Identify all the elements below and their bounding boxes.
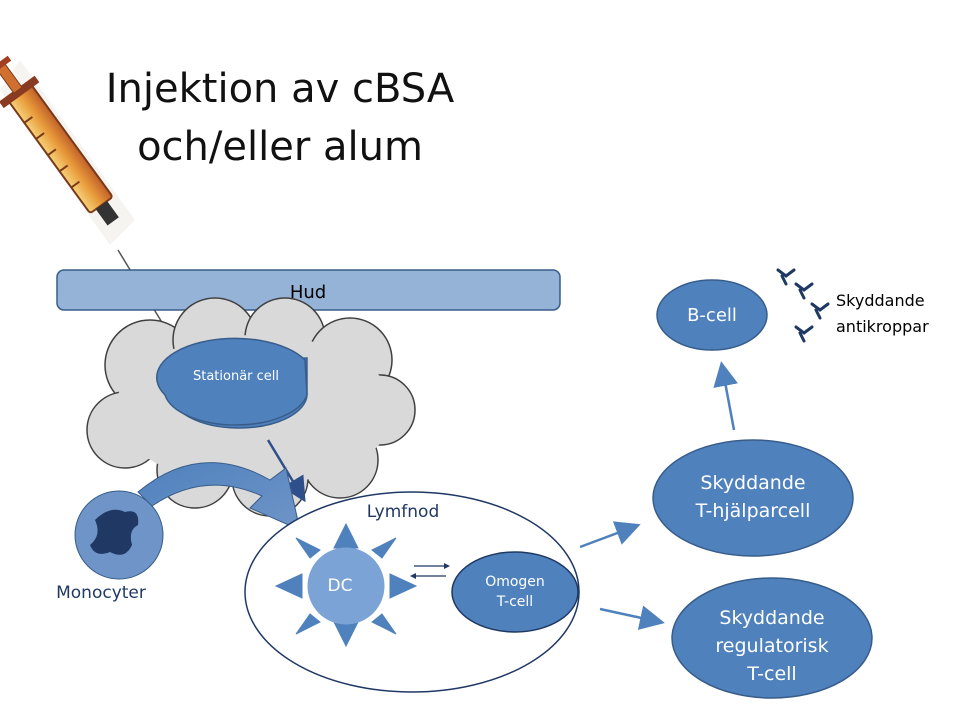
monocyte-nucleus: [90, 509, 139, 555]
monocytes-label: Monocyter: [56, 583, 146, 603]
treg-label-2: regulatorisk: [715, 635, 828, 657]
treg-label-1: Skyddande: [719, 607, 824, 629]
syringe-icon: [0, 55, 187, 363]
antibodies-icon: [776, 268, 830, 343]
arrow-to-t-helper: [579, 521, 641, 549]
stationary-cell-label: Stationär cell: [193, 369, 279, 384]
dc-dendrites: [274, 522, 418, 648]
arrow-to-b-cell: [713, 361, 738, 431]
title-line-2: och/eller alum: [137, 124, 423, 170]
monocyte: [74, 490, 164, 580]
lymph-node: [244, 491, 580, 693]
dc-label: DC: [328, 576, 353, 596]
naive-t-cell-label-2: T-cell: [496, 594, 533, 610]
arrow-to-treg: [599, 605, 665, 630]
t-helper-cell: [652, 439, 854, 557]
t-helper-label-2: T-hjälparcell: [695, 500, 811, 522]
diagram-title: Injektion av cBSA och/eller alum: [90, 60, 470, 176]
dendritic-cell: [307, 547, 385, 625]
b-cell-label: B-cell: [687, 305, 737, 326]
naive-t-cell-label-1: Omogen: [485, 574, 545, 590]
b-cell: [656, 279, 768, 351]
treg-cell: [671, 577, 873, 699]
antibodies-label-1: Skyddande: [836, 291, 925, 310]
lymph-node-label: Lymfnod: [367, 502, 439, 522]
antibodies-label-2: antikroppar: [836, 317, 929, 336]
skin-label: Hud: [290, 282, 326, 303]
naive-t-cell: [451, 551, 579, 633]
t-helper-label-1: Skyddande: [700, 472, 805, 494]
title-line-1: Injektion av cBSA: [105, 66, 455, 112]
treg-label-3: T-cell: [746, 663, 796, 685]
